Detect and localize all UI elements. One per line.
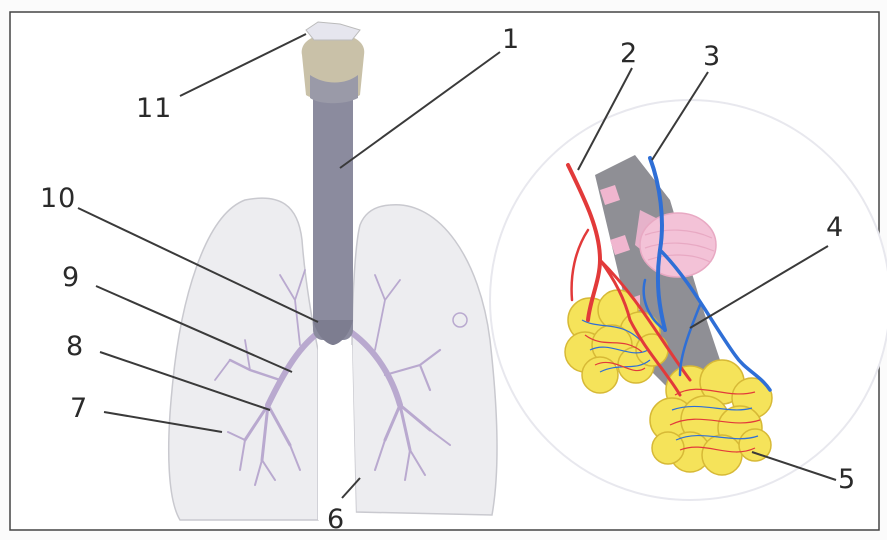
label-7: 7 [70, 395, 88, 422]
trachea [313, 78, 353, 345]
label-11: 11 [136, 95, 172, 122]
label-2: 2 [620, 40, 638, 67]
label-3: 3 [703, 43, 721, 70]
label-6: 6 [327, 506, 345, 533]
label-1: 1 [502, 26, 520, 53]
label-8: 8 [66, 333, 84, 360]
label-5: 5 [838, 466, 856, 493]
label-10: 10 [40, 185, 76, 212]
larynx [302, 22, 365, 103]
alveolar-sac-pink [640, 213, 716, 277]
label-9: 9 [62, 264, 80, 291]
label-4: 4 [826, 214, 844, 241]
mediastinum [318, 345, 356, 520]
